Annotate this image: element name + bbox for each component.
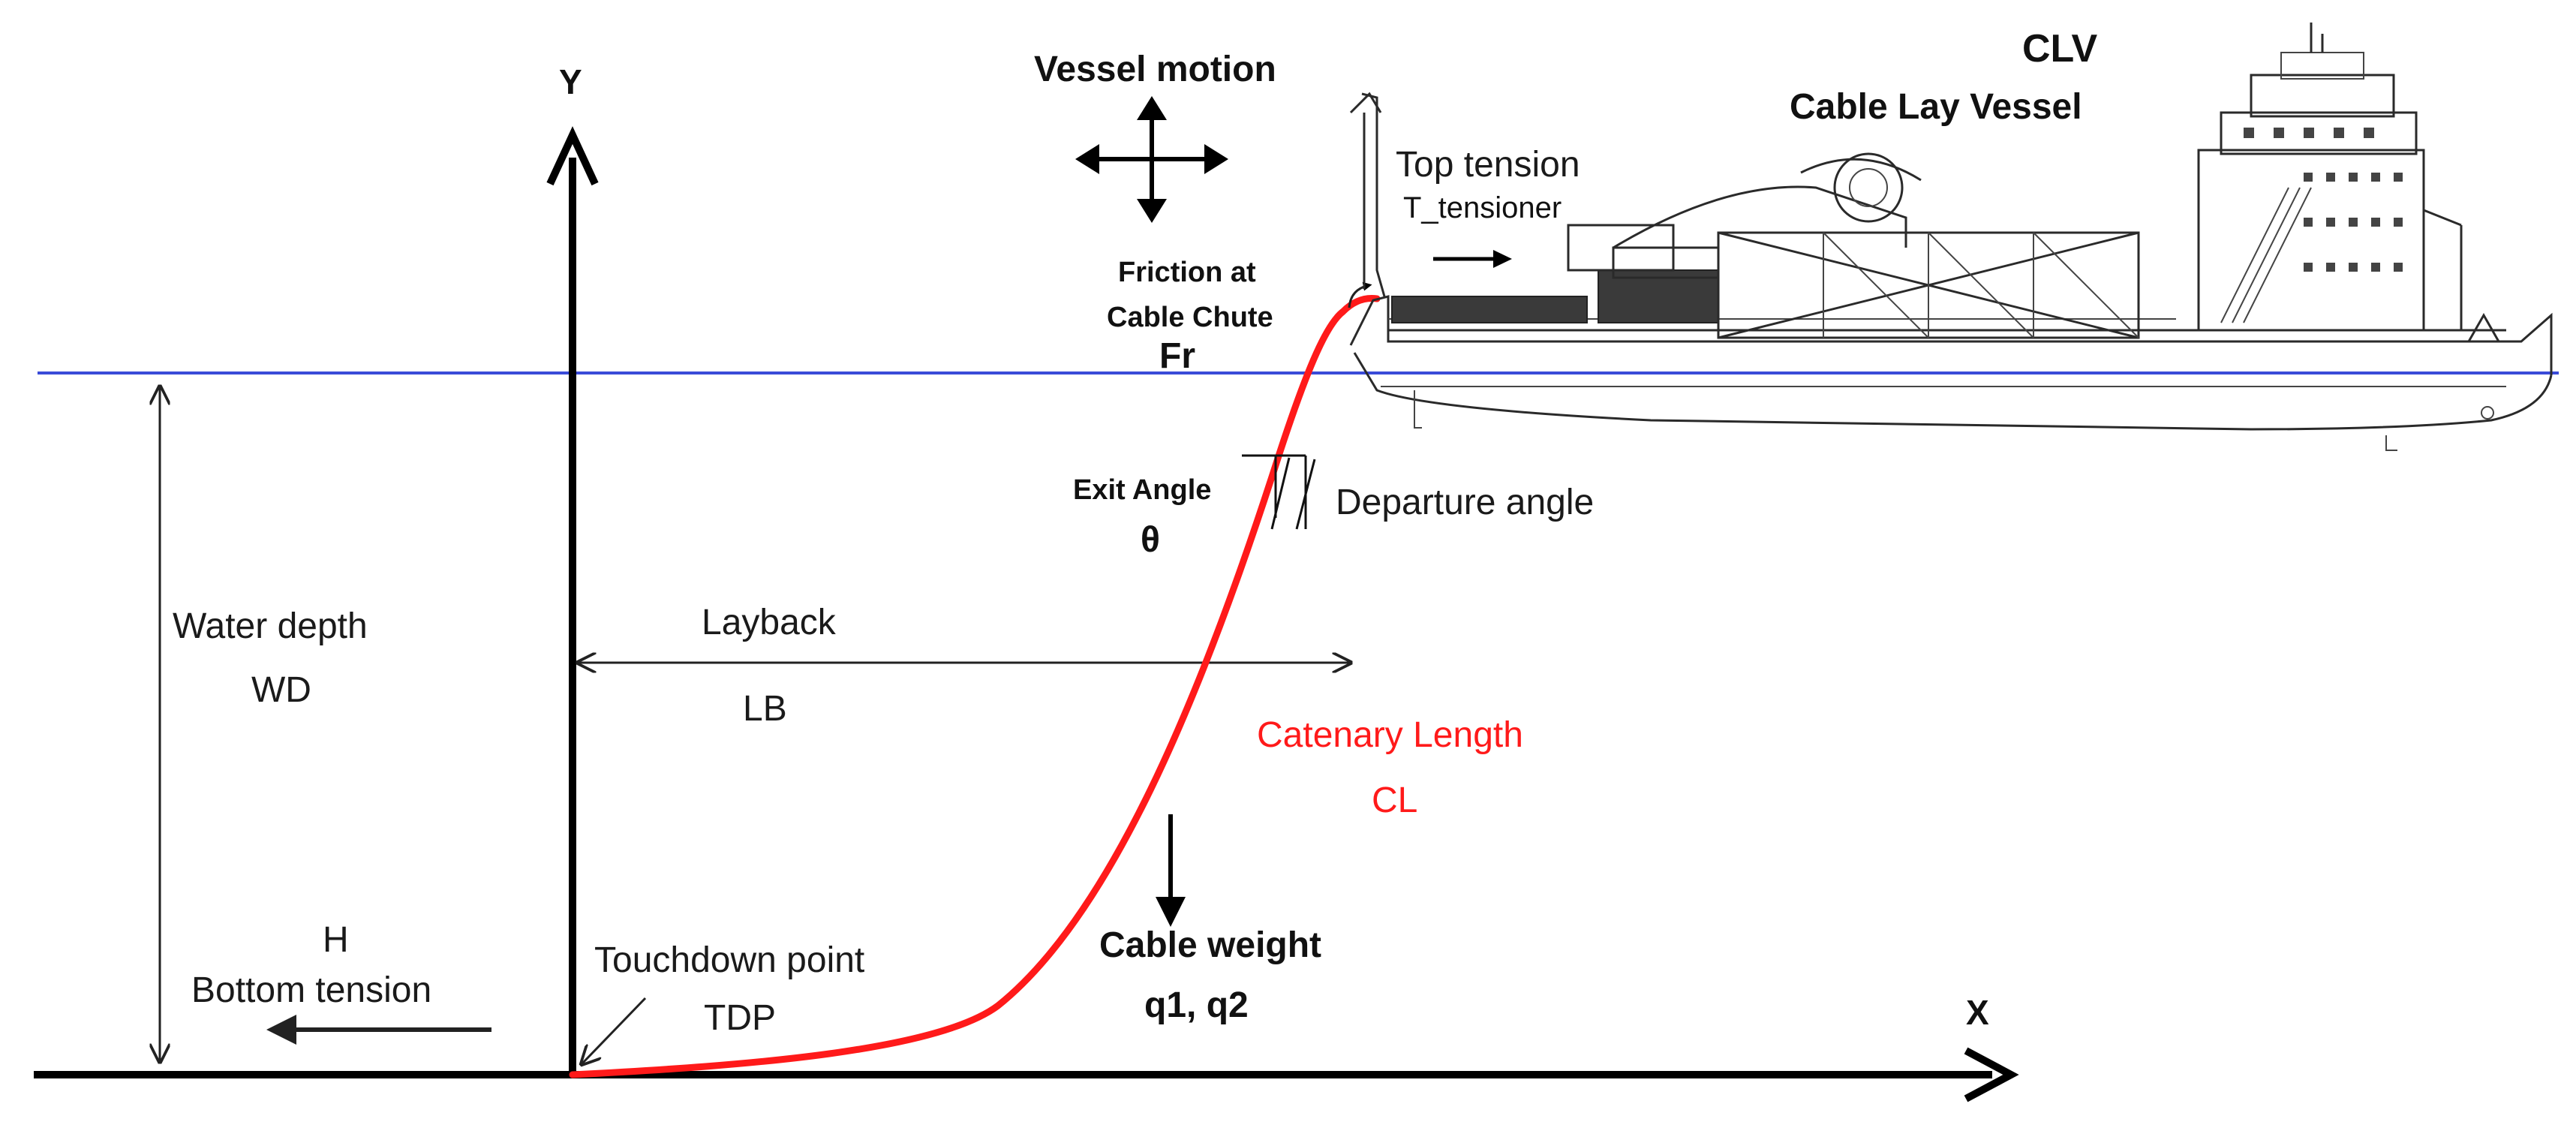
touchdown-point-symbol: TDP: [704, 998, 776, 1038]
water-depth-label: Water depth: [173, 606, 368, 646]
departure-angle-symbol: [1242, 454, 1316, 530]
water-depth-symbol: WD: [251, 670, 311, 710]
departure-angle-label: Departure angle: [1336, 483, 1594, 522]
cable-weight-label: Cable weight: [1099, 925, 1321, 965]
clv-full-label: Cable Lay Vessel: [1790, 87, 2082, 127]
touchdown-pointer: [582, 997, 647, 1064]
vessel-motion-label: Vessel motion: [1034, 50, 1276, 89]
four-way-arrow-icon: [1075, 96, 1228, 223]
layback-label: Layback: [702, 603, 837, 642]
top-tension-arrowhead: [1493, 250, 1512, 268]
x-axis-arrowhead: [1964, 1047, 2019, 1102]
exit-angle-symbol: θ: [1141, 520, 1160, 560]
top-tension-label: Top tension: [1396, 145, 1580, 185]
clv-label: CLV: [2022, 27, 2097, 71]
layback-symbol: LB: [743, 689, 787, 729]
touchdown-point-label: Touchdown point: [594, 940, 864, 980]
bottom-tension-symbol: H: [323, 920, 349, 960]
exit-angle-label: Exit Angle: [1073, 474, 1211, 506]
catenary-length-symbol: CL: [1372, 781, 1417, 820]
bottom-tension-arrowhead: [266, 1015, 296, 1045]
cable-weight-symbols: q1, q2: [1144, 985, 1249, 1025]
cable-lay-vessel-drawing: [1349, 23, 2553, 451]
bottom-tension-label: Bottom tension: [191, 970, 431, 1010]
cable-weight-arrowhead: [1156, 897, 1186, 927]
catenary-cable: [569, 295, 1381, 1078]
friction-label-line1: Friction at: [1118, 257, 1256, 288]
catenary-length-label: Catenary Length: [1257, 715, 1523, 755]
friction-symbol: Fr: [1159, 336, 1195, 376]
friction-arrow: [1348, 281, 1372, 308]
x-axis-label: X: [1966, 993, 1989, 1032]
tensioner-label: T_tensioner: [1403, 191, 1562, 224]
friction-label-line2: Cable Chute: [1107, 302, 1273, 333]
y-axis-arrowhead: [546, 126, 599, 186]
y-axis-label: Y: [559, 62, 582, 101]
